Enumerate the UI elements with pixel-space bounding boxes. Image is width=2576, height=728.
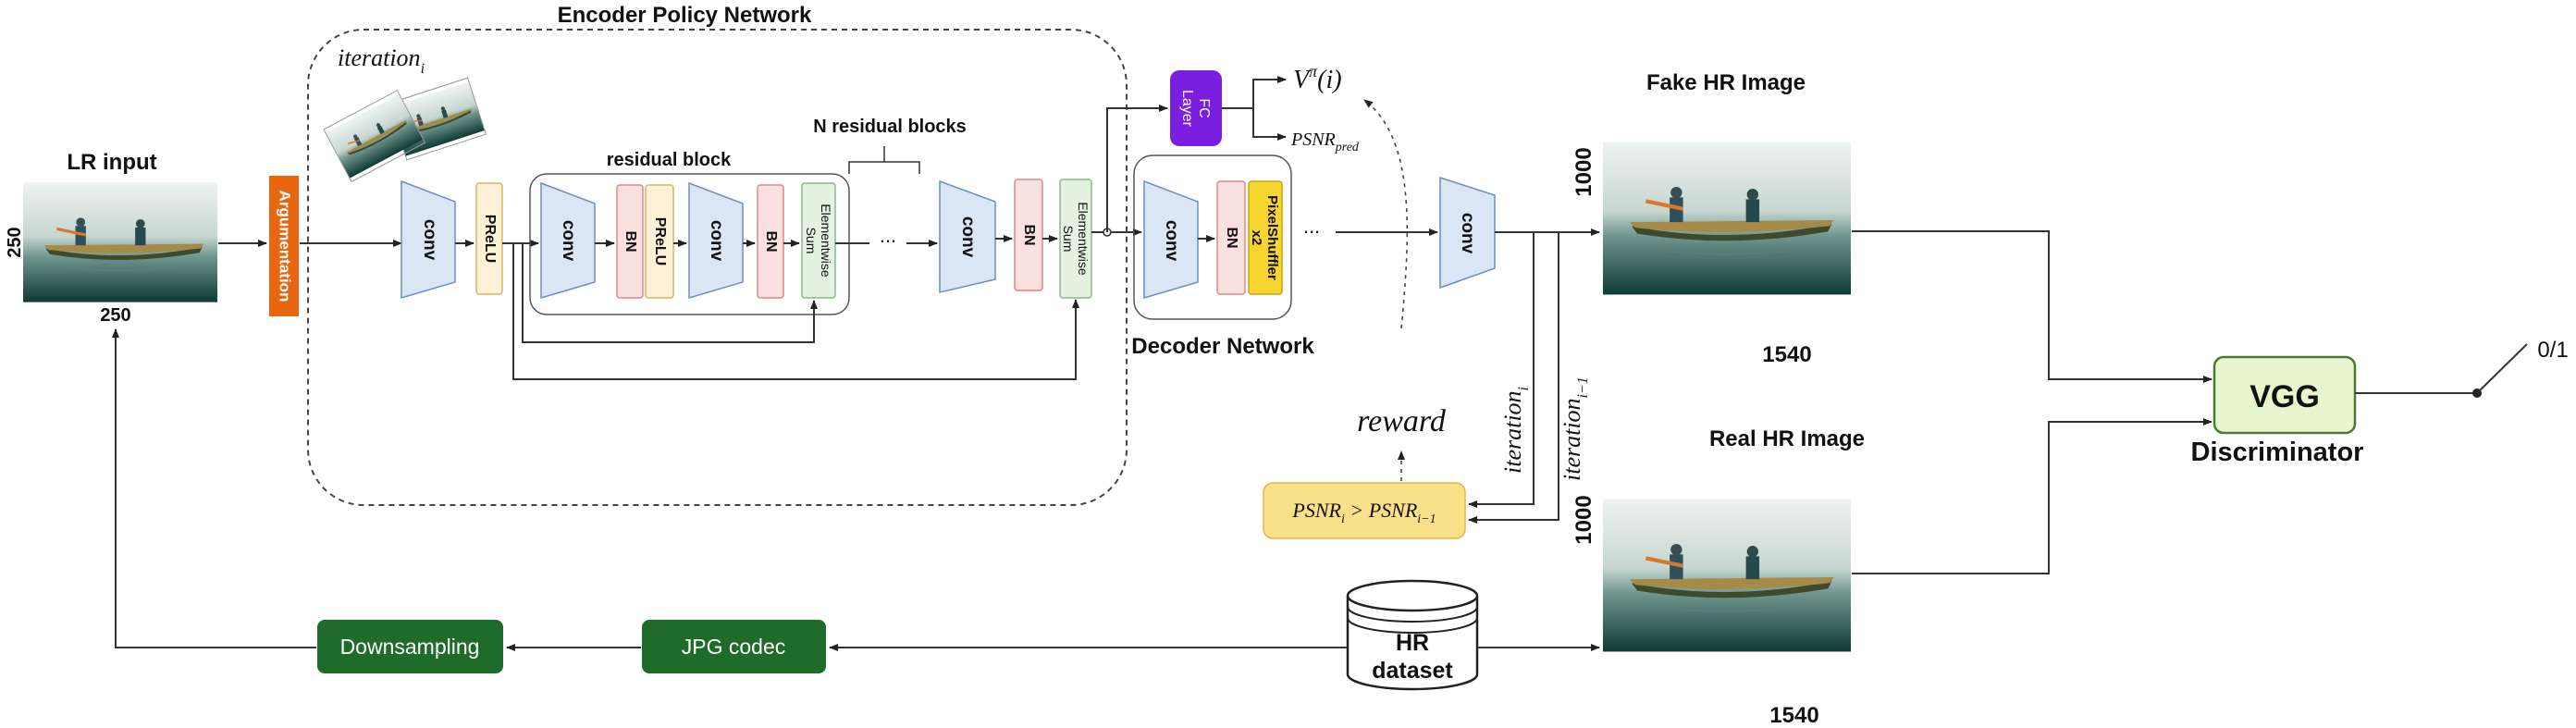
bn-block-2	[757, 184, 784, 299]
fake-hr-height: 1000	[1571, 147, 1596, 196]
skip-connection-residual	[513, 242, 818, 343]
psnr-pred-label: PSNRpred	[1290, 130, 1360, 154]
conv-label-6: conv	[1458, 213, 1477, 254]
psnr-condition-box	[1263, 482, 1466, 539]
bn-label-1: BN	[622, 230, 638, 252]
iteration-i-minus-1-label: iterationi−1	[1559, 376, 1591, 481]
switch-icon	[2476, 343, 2528, 394]
real-hr-height: 1000	[1571, 495, 1596, 544]
arrow-downsampling-lr	[112, 328, 316, 648]
n-residual-brace	[848, 161, 920, 174]
iteration-i-label: iterationi	[1499, 387, 1532, 474]
jpg-codec-label: JPG codec	[682, 635, 786, 659]
conv-label-3: conv	[707, 220, 726, 262]
jpg-codec-box	[642, 620, 826, 673]
augmentation-box	[269, 176, 299, 316]
augmentation-label: Argumentation	[277, 191, 294, 302]
real-hr-width: 1540	[1769, 703, 1818, 728]
n-residual-blocks-label: N residual blocks	[813, 117, 967, 137]
conv-label-2: conv	[559, 220, 578, 262]
reward-label: reward	[1357, 404, 1447, 438]
encoder-policy-network-frame	[307, 29, 1128, 506]
elementwise-sum-1	[801, 182, 836, 299]
arrow-fc-psnrpred	[1252, 108, 1287, 141]
pixel-shuffler-block	[1248, 180, 1283, 295]
bn-block-4	[1216, 180, 1246, 295]
arrow-fakehr-vgg	[1852, 230, 2212, 383]
bn-block-3	[1014, 179, 1043, 291]
conv-block-6	[1439, 176, 1496, 290]
prelu-block-2	[645, 184, 674, 299]
fake-hr-image	[1603, 142, 1851, 295]
esum-label-1: ElementwiseSum	[804, 204, 833, 278]
iteration-label: iterationi	[338, 44, 425, 77]
psnr-condition-label: PSNRi > PSNRi−1	[1291, 499, 1436, 526]
arrow-to-fc	[1106, 105, 1168, 232]
elementwise-sum-2	[1059, 179, 1092, 299]
arrow-iteration-i-minus-1	[1468, 232, 1559, 524]
arrow-realhr-vgg	[1852, 418, 2212, 574]
arrow-fc-vpi	[1252, 76, 1287, 108]
arrow-iteration-i	[1468, 232, 1535, 508]
downsampling-box	[317, 620, 503, 673]
fake-hr-title: Fake HR Image	[1646, 70, 1806, 95]
prelu-label-1: PReLU	[482, 215, 498, 263]
conv-label-4: conv	[958, 216, 978, 258]
skip-connection-global	[512, 243, 1079, 380]
fc-layer-box	[1170, 70, 1222, 146]
prelu-label-2: PReLU	[652, 217, 668, 265]
conv-block-2	[540, 181, 596, 300]
output-label: 0/1	[2537, 338, 2568, 363]
hr-dataset-icon	[1346, 579, 1479, 691]
decoder-network-frame	[1133, 154, 1292, 320]
bn-label-4: BN	[1224, 227, 1239, 248]
bn-label-2: BN	[763, 230, 779, 252]
bn-block-1	[616, 184, 644, 299]
vgg-label: VGG	[2249, 379, 2320, 414]
downsampling-label: Downsampling	[340, 635, 480, 659]
value-function-label: Vπ(i)	[1293, 62, 1342, 94]
bn-label-3: BN	[1021, 224, 1037, 245]
fake-hr-width: 1540	[1762, 342, 1811, 367]
esum-label-2: ElementwiseSum	[1061, 202, 1091, 276]
encoder-title: Encoder Policy Network	[558, 3, 812, 28]
conv-label-1: conv	[420, 219, 439, 261]
lr-height-label: 250	[5, 227, 25, 257]
lr-input-image	[23, 180, 217, 304]
conv-label-5: conv	[1162, 220, 1181, 262]
residual-block-title: residual block	[607, 150, 732, 170]
conv-block-5	[1143, 179, 1199, 300]
conv-block-1	[401, 179, 456, 300]
reward-arrow-to-value	[1363, 99, 1409, 329]
discriminator-label: Discriminator	[2191, 438, 2364, 467]
conv-block-4	[939, 179, 996, 293]
ellipsis-1: ...	[880, 224, 896, 247]
conv-block-3	[688, 181, 744, 300]
iteration-photos	[323, 77, 487, 183]
ellipsis-2: ...	[1303, 215, 1320, 238]
real-hr-image	[1603, 500, 1851, 652]
pixel-shuffler-label: PixelShufflerx2	[1249, 195, 1280, 280]
lr-width-label: 250	[100, 305, 130, 326]
lr-input-title: LR input	[67, 150, 156, 175]
prelu-block-1	[475, 182, 503, 295]
decoder-title: Decoder Network	[1131, 334, 1314, 359]
real-hr-title: Real HR Image	[1709, 426, 1865, 451]
fc-layer-label: FCLayer	[1179, 90, 1212, 128]
vgg-box	[2212, 355, 2357, 435]
